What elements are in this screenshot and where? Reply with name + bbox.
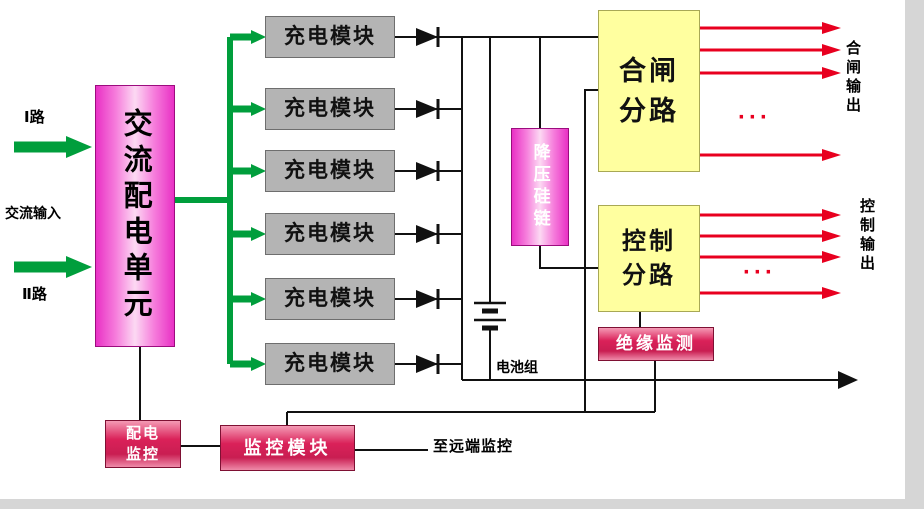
control-output-label: 控制输出 (858, 198, 875, 274)
window-edge-bottom (0, 499, 924, 509)
ac-input-arrow-icons (14, 136, 92, 278)
line2-label: Ⅱ路 (22, 286, 47, 303)
diode-icon (416, 354, 440, 374)
charging-module-box: 充电模块 (265, 16, 395, 58)
ac-distribution-unit-box: 交流配电单元 (95, 85, 175, 347)
insulation-monitor-label: 绝缘监测 (616, 334, 696, 354)
closing-output-arrow-icons (700, 22, 841, 161)
charging-module-label: 充电模块 (284, 158, 376, 182)
monitoring-wiring (139, 89, 656, 451)
charging-module-label: 充电模块 (284, 286, 376, 310)
control-output-arrow-icons (700, 209, 841, 299)
charging-module-label: 充电模块 (284, 24, 376, 48)
ac-distribution-unit-label: 交流配电单元 (119, 108, 152, 324)
monitor-module-label: 监控模块 (243, 437, 332, 458)
remote-monitoring-label: 至远端监控 (433, 438, 514, 455)
charging-module-box: 充电模块 (265, 278, 395, 320)
charging-module-box: 充电模块 (265, 213, 395, 255)
control-output-ellipsis: ··· (743, 259, 776, 286)
distribution-monitor-box: 配电监控 (105, 420, 181, 468)
diode-icon (416, 27, 440, 47)
diode-icon (416, 224, 440, 244)
diode-icon (416, 289, 440, 309)
green-distribution-bus (175, 30, 266, 371)
voltage-drop-chain-box: 降压硅链 (511, 128, 569, 246)
closing-branch-box: 合闸分路 (598, 10, 700, 172)
closing-output-label: 合闸输出 (844, 40, 861, 116)
line1-label: Ⅰ路 (24, 109, 45, 126)
charging-module-box: 充电模块 (265, 88, 395, 130)
battery-icon (474, 301, 506, 331)
charging-module-box: 充电模块 (265, 150, 395, 192)
window-edge-right (905, 0, 924, 509)
charging-module-label: 充电模块 (284, 96, 376, 120)
distribution-monitor-label: 配电监控 (125, 425, 160, 463)
insulation-monitor-box: 绝缘监测 (598, 327, 714, 361)
ac-input-label: 交流输入 (5, 205, 61, 221)
diode-icon (416, 161, 440, 181)
closing-output-ellipsis: ··· (738, 104, 771, 131)
control-branch-label: 控制分路 (622, 227, 676, 289)
diode-icon (416, 99, 440, 119)
control-branch-box: 控制分路 (598, 205, 700, 312)
monitor-module-box: 监控模块 (220, 425, 355, 471)
battery-label: 电池组 (496, 359, 538, 375)
diode-icons (416, 27, 440, 374)
charging-module-box: 充电模块 (265, 343, 395, 385)
load-output-arrowhead-icon (838, 371, 858, 389)
closing-branch-label: 合闸分路 (619, 55, 679, 127)
voltage-drop-chain-label: 降压硅链 (530, 143, 550, 231)
charging-module-label: 充电模块 (284, 221, 376, 245)
charging-module-label: 充电模块 (284, 351, 376, 375)
